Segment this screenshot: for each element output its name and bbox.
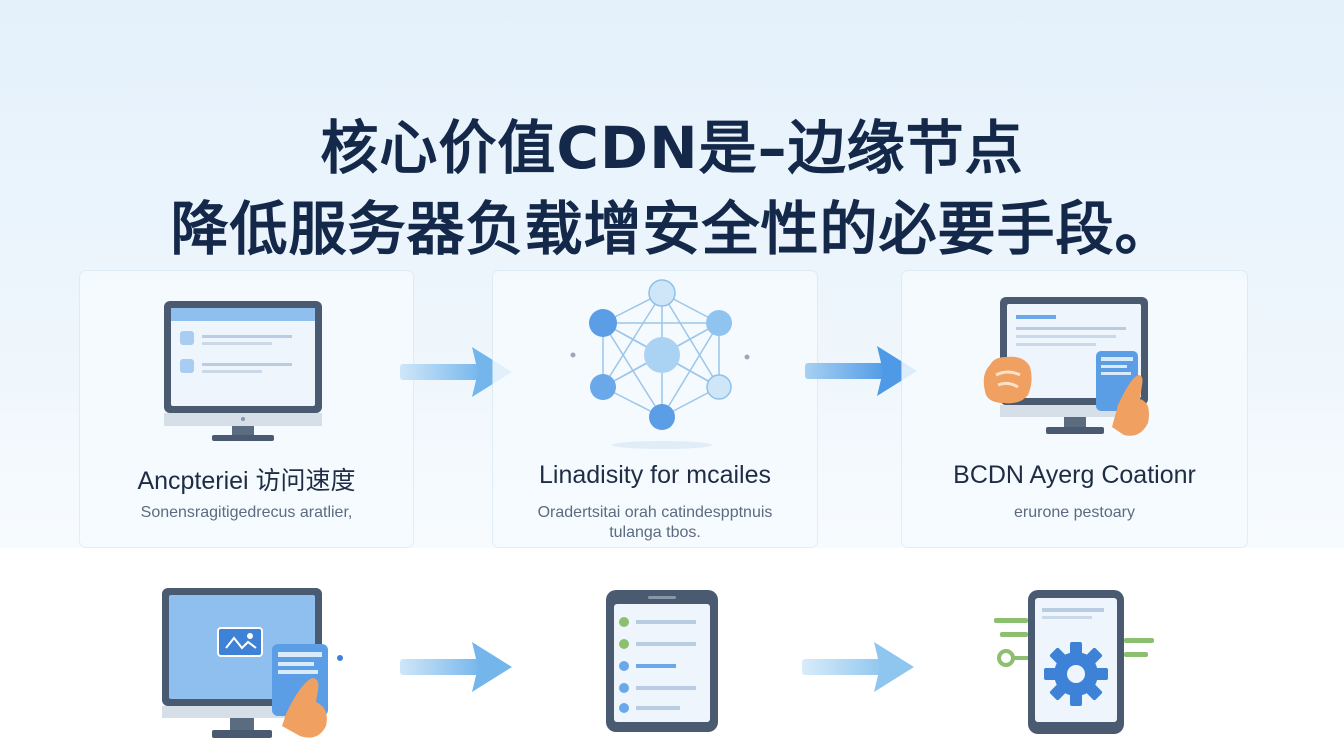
title-line-2: 降低服务器负载增安全性的必要手段。 — [170, 194, 1174, 263]
monitor-with-hand-icon — [983, 297, 1149, 436]
card-access-speed: Ancpteriei 访问速度 Sonensragitigedrecus ara… — [80, 271, 413, 547]
arrow-right-icon — [400, 347, 512, 397]
network-nodes-icon — [570, 279, 750, 449]
card-subtitle-line-2: tulanga tbos. — [609, 524, 701, 541]
arrow-right-icon — [805, 346, 917, 396]
title-line-1: 核心价值CDN是–边缘节点 — [320, 113, 1024, 182]
tablet-list-icon — [606, 590, 718, 732]
card-network: Linadisity for mcailes Oradertsitai orah… — [493, 271, 817, 547]
desktop-monitor-icon — [164, 301, 322, 441]
card-heading: BCDN Ayerg Coationr — [953, 461, 1196, 489]
card-subtitle: erurone pestoary — [1014, 504, 1135, 521]
tablet-gear-icon — [994, 590, 1154, 734]
card-subtitle-line-1: Oradertsitai orah catindespptnuis — [537, 504, 773, 521]
arrow-right-icon — [802, 642, 914, 692]
card-cdn: BCDN Ayerg Coationr erurone pestoary — [902, 271, 1247, 547]
card-heading: Linadisity for mcailes — [538, 461, 772, 489]
bottom-section — [0, 548, 1344, 750]
arrow-right-icon — [400, 642, 512, 692]
card-subtitle: Oradertsitai orah catindespptnuis tulang… — [493, 503, 817, 543]
card-subtitle: Sonensragitigedrecus aratlier, — [140, 504, 353, 521]
card-heading: Ancpteriei 访问速度 — [137, 467, 356, 495]
monitor-tablet-hand-icon — [162, 588, 343, 738]
